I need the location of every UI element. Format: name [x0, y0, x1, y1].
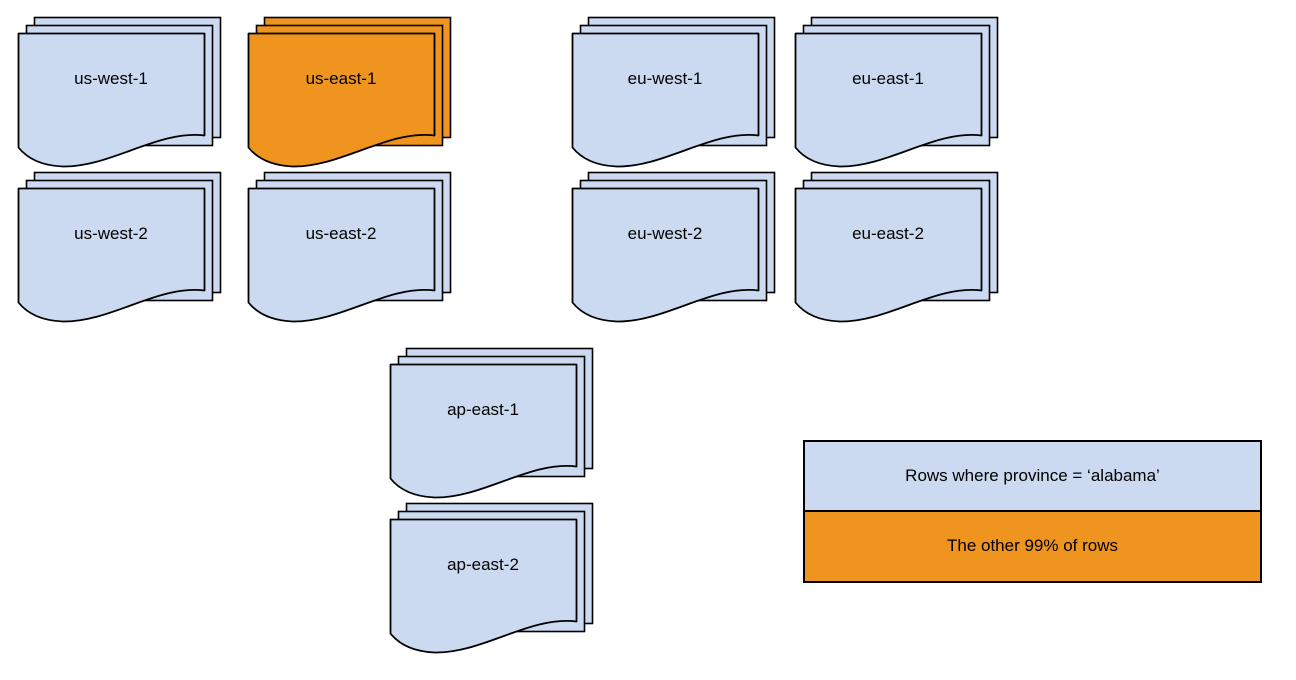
document-stack-shape [389, 502, 594, 654]
legend: Rows where province = ‘alabama’ The othe… [803, 440, 1262, 583]
document-stack[interactable]: us-west-2 [17, 171, 222, 324]
document-sheet-front [247, 187, 436, 323]
document-stack-shape [571, 171, 776, 323]
document-stack[interactable]: ap-east-1 [389, 347, 594, 500]
document-stack-shape [389, 347, 594, 499]
document-stack[interactable]: us-east-1 [247, 16, 452, 169]
document-stack[interactable]: ap-east-2 [389, 502, 594, 655]
document-stack-shape [247, 171, 452, 323]
legend-row-blue: Rows where province = ‘alabama’ [805, 442, 1260, 512]
document-sheet-front [571, 32, 760, 168]
document-sheet-front [389, 363, 578, 499]
document-sheet-front [247, 32, 436, 168]
document-stack-shape [17, 171, 222, 323]
document-sheet-front [571, 187, 760, 323]
document-sheet-front [389, 518, 578, 654]
document-stack-shape [794, 171, 999, 323]
document-stack[interactable]: us-east-2 [247, 171, 452, 324]
document-stack[interactable]: eu-west-1 [571, 16, 776, 169]
document-stack[interactable]: eu-west-2 [571, 171, 776, 324]
document-stack-shape [571, 16, 776, 168]
document-stack[interactable]: us-west-1 [17, 16, 222, 169]
document-stack[interactable]: eu-east-2 [794, 171, 999, 324]
document-stack-shape [17, 16, 222, 168]
document-sheet-front [17, 32, 206, 168]
legend-label-blue: Rows where province = ‘alabama’ [905, 465, 1160, 485]
legend-row-orange: The other 99% of rows [805, 511, 1260, 581]
document-sheet-front [794, 187, 983, 323]
document-sheet-front [794, 32, 983, 168]
document-stack-shape [794, 16, 999, 168]
legend-label-orange: The other 99% of rows [946, 536, 1119, 556]
document-stack-shape [247, 16, 452, 168]
document-stack[interactable]: eu-east-1 [794, 16, 999, 169]
document-sheet-front [17, 187, 206, 323]
